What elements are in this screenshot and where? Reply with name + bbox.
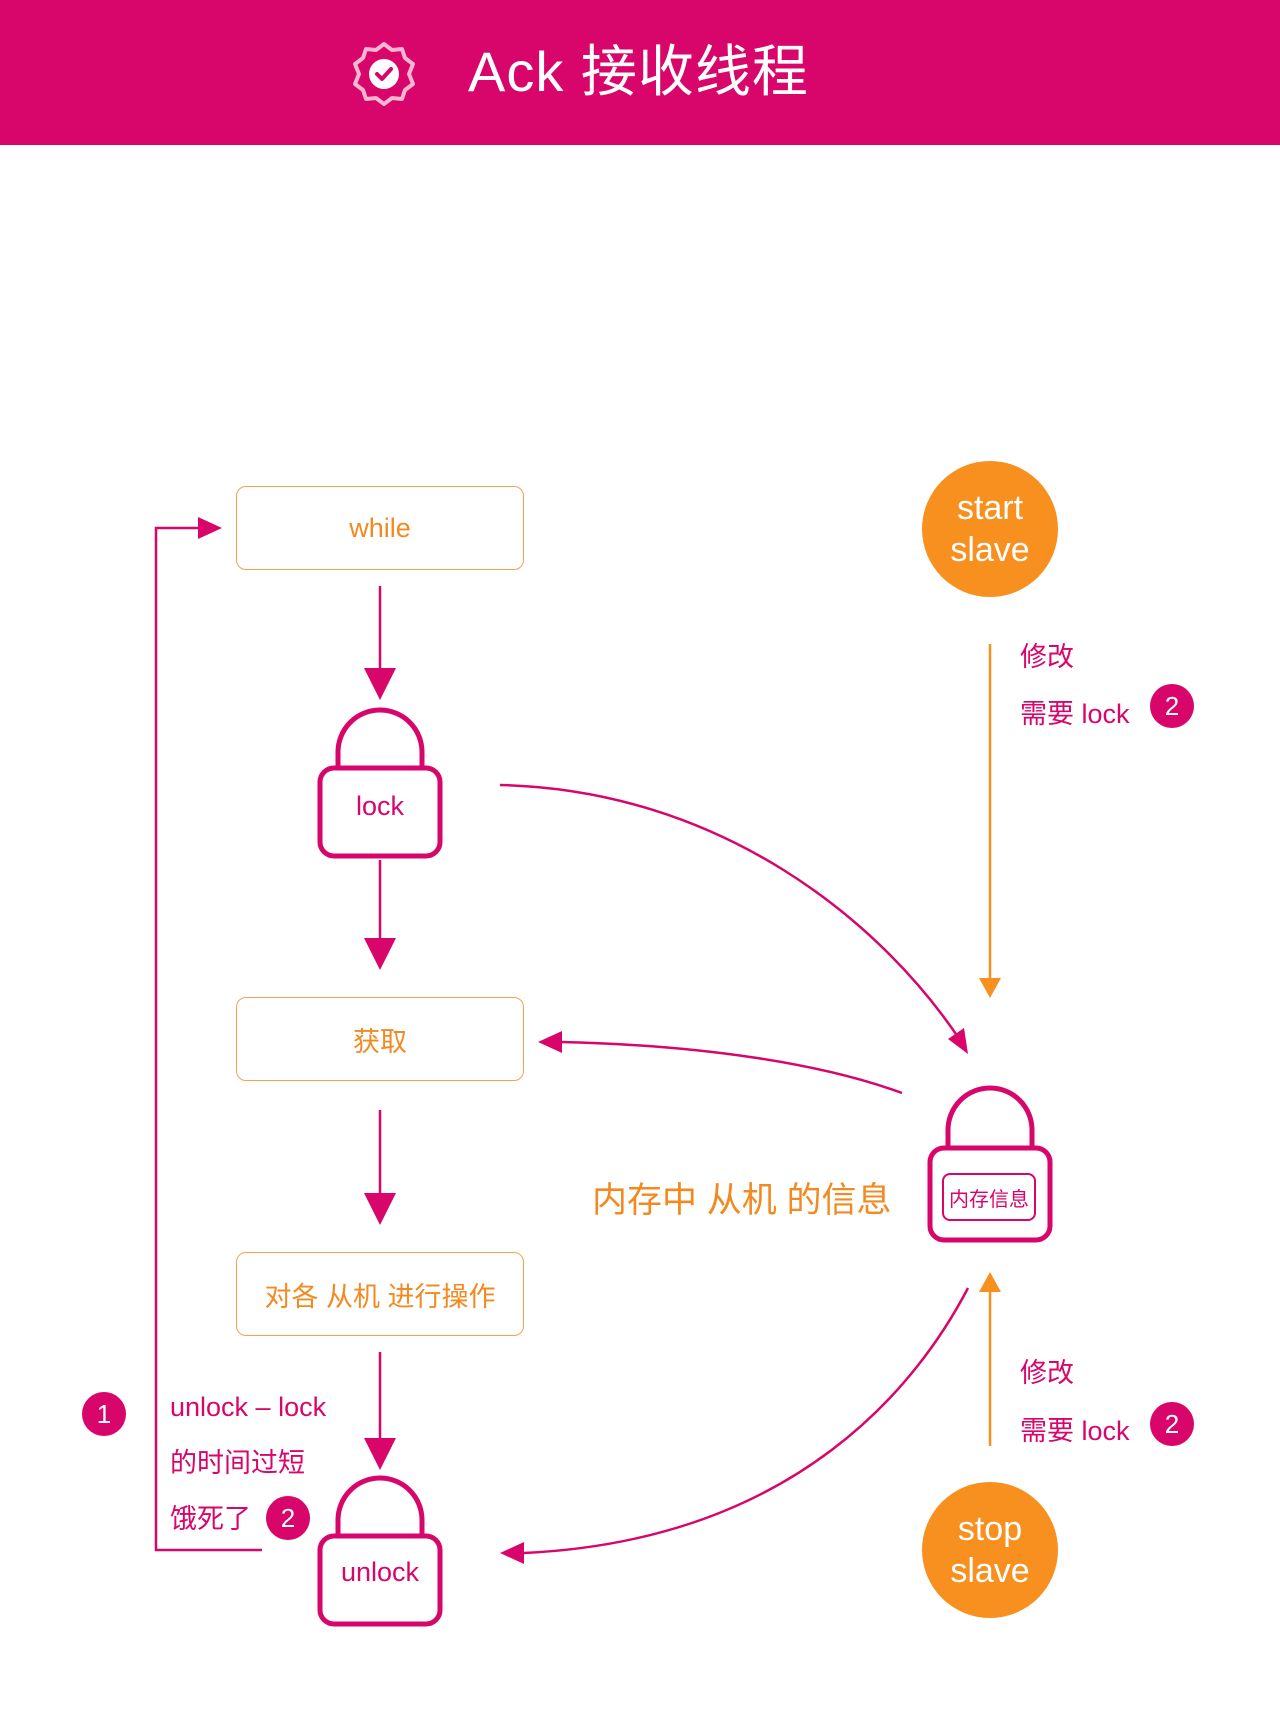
curve-lock-to-memory-head [948,1028,968,1054]
curve-memory-to-fetch-head [538,1031,562,1053]
loop-connector [154,526,262,1552]
start-slave-line2: slave [950,531,1030,569]
arrow-operate-to-unlock-head [364,1438,396,1470]
stop-slave-circle: stop slave [922,1482,1058,1618]
start-need-lock-label: 需要 lock [1020,699,1130,729]
unlock-padlock [317,1475,443,1627]
operate-box: 对各 从机 进行操作 [236,1252,524,1336]
header-bar: Ack 接收线程 [0,0,1280,145]
start-slave-circle: start slave [922,461,1058,597]
unlock-label: unlock [340,1556,420,1587]
memory-lock-label: 内存信息 [942,1173,1036,1221]
stop-need-lock-label: 需要 lock [1020,1416,1130,1446]
start-modify-label: 修改 [1020,642,1074,672]
stop-slave-line2: slave [950,1552,1030,1590]
curve-memory-to-unlock-head [500,1542,524,1564]
curve-memory-to-fetch [559,1040,903,1095]
while-label: while [349,512,411,543]
curve-lock-to-memory [499,783,962,1041]
while-box: while [236,486,524,570]
operate-label: 对各 从机 进行操作 [264,1281,496,1312]
note-badge-1: 1 [82,1392,126,1436]
stop-modify-label: 修改 [1020,1358,1074,1388]
verified-badge-icon [353,42,415,106]
curve-memory-to-unlock [523,1287,970,1555]
fetch-label: 获取 [353,1026,407,1057]
arrow-while-to-lock-head [364,668,396,700]
lock-label: lock [355,790,404,821]
note-line-2: 的时间过短 [170,1448,305,1478]
note-line-3: 饿死了 [170,1504,251,1534]
note-line-1: unlock – lock [170,1392,327,1422]
stop-badge: 2 [1150,1402,1194,1446]
note-badge-2: 2 [266,1496,310,1540]
loop-arrowhead [198,517,222,539]
start-slave-line1: start [956,489,1024,527]
lock-padlock [317,707,443,859]
page-title: Ack 接收线程 [468,40,809,103]
arrow-fetch-to-operate-head [364,1193,396,1225]
arrow-lock-to-fetch-head [364,938,396,970]
arrow-start-to-memory-head [979,978,1001,998]
memory-info-label: 内存中 从机 的信息 [592,1181,892,1220]
memory-padlock [927,1085,1053,1243]
start-badge: 2 [1150,684,1194,728]
stop-slave-line1: stop [957,1510,1023,1548]
fetch-box: 获取 [236,997,524,1081]
arrow-stop-to-memory-head [979,1272,1001,1292]
